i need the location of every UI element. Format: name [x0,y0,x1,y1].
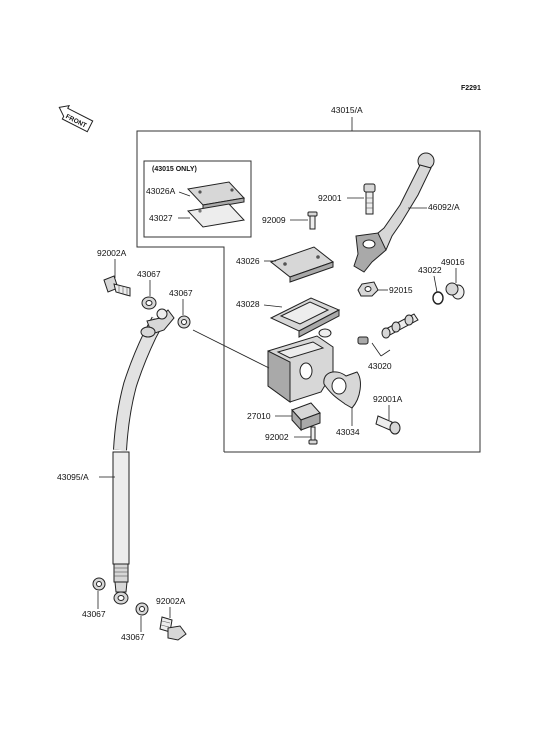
front-direction-badge: FRONT [58,104,94,133]
label-43095a: 43095/A [57,472,89,482]
assembly-label: 43015/A [331,105,363,115]
banjo-bolt-92002a-top [103,275,131,297]
label-43067-b: 43067 [169,288,193,298]
washer-43067-a [141,296,157,310]
label-43067-d: 43067 [121,632,145,642]
bushing-49016 [445,282,465,300]
label-43022: 43022 [418,265,442,275]
label-43026a: 43026A [146,186,176,196]
label-92009: 92009 [262,215,286,225]
assembly-frame [136,130,481,453]
label-46092a: 46092/A [428,202,460,212]
brake-lever-46092a [353,152,435,273]
banjo-connection-line [192,329,270,369]
label-92001a: 92001A [373,394,403,404]
reservoir-cap-43026a [186,181,246,210]
diagram-code: F2291 [461,85,481,92]
brake-hose-43095a [112,308,175,605]
washer-43067-c [92,577,106,591]
washer-43067-b [177,315,191,329]
reservoir-plate-43028 [269,297,341,338]
label-43027: 43027 [149,213,173,223]
diaphragm-43027 [186,203,246,228]
pivot-bolt-92001 [363,183,376,215]
switch-27010 [291,402,321,432]
reservoir-cap-43026 [269,246,335,283]
master-cylinder-body [267,328,334,403]
label-43020: 43020 [368,361,392,371]
label-92001: 92001 [318,193,342,203]
circlip-43022 [432,291,444,305]
washer-43067-d [135,602,149,616]
label-43028: 43028 [236,299,260,309]
screw-92002 [308,426,318,445]
label-27010: 27010 [247,411,271,421]
label-43034: 43034 [336,427,360,437]
banjo-bolt-92002a-bottom [159,616,187,641]
nut-92015 [357,281,379,297]
screw-92009 [307,211,318,230]
label-49016: 49016 [441,257,465,267]
piston-kit-43020 [357,313,419,345]
label-43067-a: 43067 [137,269,161,279]
label-92002a-top: 92002A [97,248,127,258]
label-92015: 92015 [389,285,413,295]
clamp-43034 [323,371,361,409]
bolt-92001a [375,415,401,435]
label-43067-c: 43067 [82,609,106,619]
inner-box-43015-only [143,160,252,238]
label-92002: 92002 [265,432,289,442]
label-92002a-bottom: 92002A [156,596,186,606]
label-43026: 43026 [236,256,260,266]
inner-box-note: (43015 ONLY) [152,166,197,173]
